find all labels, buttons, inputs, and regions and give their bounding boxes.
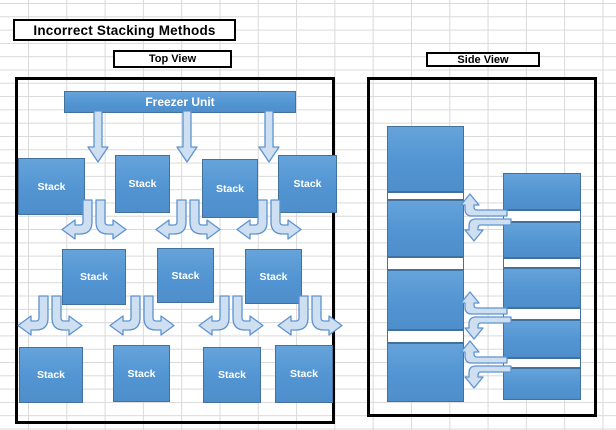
split-arrow-icon[interactable] (109, 295, 175, 346)
stack-text: Stack (215, 182, 245, 195)
stack-box[interactable]: Stack (115, 155, 170, 213)
page-title[interactable]: Incorrect Stacking Methods (13, 19, 236, 41)
stack-text: Stack (128, 178, 157, 190)
top-view-label-text: Top View (148, 53, 197, 65)
stack-text: Stack (217, 369, 247, 381)
side-gap-spacer[interactable] (387, 192, 464, 200)
down-arrow-icon[interactable] (176, 110, 198, 163)
freezer-unit-text: Freezer Unit (145, 95, 215, 109)
stack-text: Stack (259, 270, 288, 283)
bent-down-arrow-icon[interactable] (464, 316, 512, 340)
stack-box[interactable]: Stack (113, 345, 170, 402)
bent-up-arrow-icon[interactable] (460, 193, 508, 217)
stack-box[interactable]: Stack (157, 248, 214, 303)
stack-box[interactable]: Stack (275, 345, 333, 403)
split-arrow-icon[interactable] (236, 199, 302, 250)
stack-box[interactable]: Stack (202, 159, 258, 218)
side-gap-spacer[interactable] (387, 257, 464, 270)
side-stack-box[interactable] (503, 173, 581, 210)
side-gap-spacer[interactable] (503, 308, 581, 320)
side-stack-box[interactable] (387, 270, 464, 330)
split-arrow-icon[interactable] (17, 295, 83, 346)
split-arrow-icon[interactable] (198, 295, 264, 346)
stack-box[interactable]: Stack (203, 347, 261, 403)
page-title-text: Incorrect Stacking Methods (33, 22, 216, 38)
stack-text: Stack (37, 180, 66, 193)
bent-down-arrow-icon[interactable] (464, 218, 512, 242)
bent-down-arrow-icon[interactable] (464, 365, 512, 389)
top-view-panel[interactable] (15, 77, 335, 424)
side-stack-box[interactable] (503, 222, 581, 258)
stack-box[interactable]: Stack (18, 158, 85, 215)
stack-text: Stack (171, 269, 200, 282)
side-stack-box[interactable] (503, 268, 581, 308)
stack-box[interactable]: Stack (62, 249, 126, 305)
stack-text: Stack (293, 178, 322, 190)
split-arrow-icon[interactable] (155, 199, 221, 250)
side-gap-spacer[interactable] (387, 330, 464, 343)
down-arrow-icon[interactable] (258, 110, 280, 163)
side-gap-spacer[interactable] (503, 358, 581, 368)
stack-box[interactable]: Stack (19, 347, 83, 403)
split-arrow-icon[interactable] (277, 295, 343, 346)
side-view-panel[interactable] (367, 77, 597, 417)
side-view-label-text: Side View (457, 53, 509, 66)
stack-text: Stack (127, 367, 156, 380)
side-stack-box[interactable] (503, 320, 581, 358)
side-gap-spacer[interactable] (503, 210, 581, 222)
side-gap-spacer[interactable] (503, 258, 581, 268)
stack-box[interactable]: Stack (278, 155, 337, 213)
split-arrow-icon[interactable] (61, 199, 127, 250)
side-stack-box[interactable] (387, 343, 464, 402)
bent-up-arrow-icon[interactable] (460, 291, 508, 315)
stack-text: Stack (36, 369, 66, 381)
bent-up-arrow-icon[interactable] (460, 340, 508, 364)
stack-text: Stack (79, 271, 109, 283)
side-stack-box[interactable] (387, 126, 464, 192)
top-view-label[interactable]: Top View (113, 50, 232, 68)
stack-box[interactable]: Stack (245, 249, 302, 304)
side-stack-box[interactable] (503, 368, 581, 400)
freezer-unit-box[interactable]: Freezer Unit (64, 91, 296, 113)
stack-text: Stack (289, 368, 319, 380)
down-arrow-icon[interactable] (87, 110, 109, 163)
side-stack-box[interactable] (387, 200, 464, 257)
side-view-label[interactable]: Side View (426, 52, 540, 67)
